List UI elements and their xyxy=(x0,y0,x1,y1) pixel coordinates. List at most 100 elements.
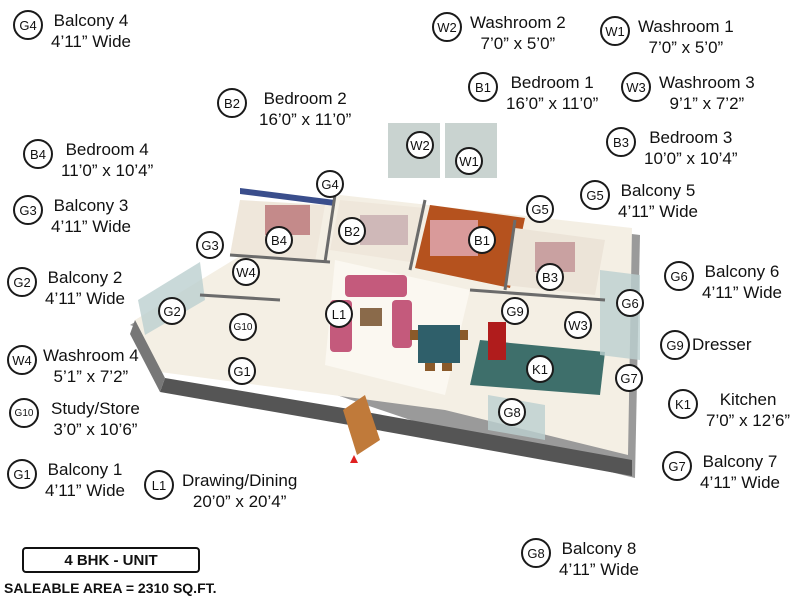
plan-badge-k1: K1 xyxy=(526,355,554,383)
legend-name: Balcony 1 xyxy=(47,460,123,479)
left-wall xyxy=(130,320,165,392)
plan-badge-w2: W2 xyxy=(406,131,434,159)
plan-badge-w3: W3 xyxy=(564,311,592,339)
wall xyxy=(323,194,337,263)
legend-badge: B3 xyxy=(606,127,636,157)
saleable-area: SALEABLE AREA = 2310 SQ.FT. xyxy=(4,580,217,596)
legend-name: Balcony 3 xyxy=(53,196,129,215)
front-wall xyxy=(160,378,632,476)
plan-badge-g6: G6 xyxy=(616,289,644,317)
plan-badge-b1: B1 xyxy=(468,226,496,254)
legend-badge: G5 xyxy=(580,180,610,210)
legend-b2: B2 Bedroom 2 16’0” x 11’0” xyxy=(217,88,351,130)
plan-badge-g2: G2 xyxy=(158,297,186,325)
wall xyxy=(408,199,427,271)
legend-name: Dresser xyxy=(692,335,752,354)
legend-size: 4’11” Wide xyxy=(702,283,782,302)
legend-name: Study/Store xyxy=(51,399,140,418)
fridge xyxy=(488,322,506,360)
plan-badge-g9: G9 xyxy=(501,297,529,325)
legend-g5: G5 Balcony 5 4’11” Wide xyxy=(580,180,698,222)
legend-name: Washroom 1 xyxy=(638,17,734,36)
plan-badge-g10: G10 xyxy=(229,313,257,341)
legend-size: 11’0” x 10’4” xyxy=(61,161,154,180)
plan-badge-l1: L1 xyxy=(325,300,353,328)
plan-badge-w4: W4 xyxy=(232,258,260,286)
legend-name: Balcony 5 xyxy=(620,181,696,200)
legend-name: Bedroom 2 xyxy=(263,89,347,108)
legend-name: Balcony 6 xyxy=(704,262,780,281)
legend-badge: B1 xyxy=(468,72,498,102)
legend-size: 16’0” x 11’0” xyxy=(259,110,352,129)
legend-name: Washroom 2 xyxy=(470,13,566,32)
legend-badge: B4 xyxy=(23,139,53,169)
legend-badge: W3 xyxy=(621,72,651,102)
plan-badge-w1: W1 xyxy=(455,147,483,175)
legend-badge: G7 xyxy=(662,451,692,481)
plan-badge-g1: G1 xyxy=(228,357,256,385)
legend-name: Balcony 4 xyxy=(53,11,129,30)
legend-size: 7’0” x 5’0” xyxy=(480,34,556,53)
entrance-door xyxy=(343,395,380,455)
legend-name: Washroom 3 xyxy=(659,73,755,92)
legend-g1: G1 Balcony 1 4’11” Wide xyxy=(7,459,125,501)
legend-name: Balcony 7 xyxy=(702,452,778,471)
entrance-arrow xyxy=(350,455,358,463)
legend-badge: G9 xyxy=(660,330,690,360)
legend-name: Drawing/Dining xyxy=(182,471,298,490)
plan-badge-g4: G4 xyxy=(316,170,344,198)
legend-size: 7’0” x 5’0” xyxy=(648,38,724,57)
plan-badge-b4: B4 xyxy=(265,226,293,254)
legend-size: 20’0” x 20’4” xyxy=(192,492,287,511)
legend-name: Balcony 2 xyxy=(47,268,123,287)
legend-badge: G1 xyxy=(7,459,37,489)
legend-size: 4’11” Wide xyxy=(618,202,698,221)
legend-size: 4’11” Wide xyxy=(45,481,125,500)
legend-badge: G2 xyxy=(7,267,37,297)
legend-size: 4’11” Wide xyxy=(45,289,125,308)
legend-w2: W2 Washroom 2 7’0” x 5’0” xyxy=(432,12,566,54)
coffee-table xyxy=(360,308,382,326)
dining-chair xyxy=(425,363,435,371)
legend-size: 5’1” x 7’2” xyxy=(53,367,129,386)
legend-badge: G3 xyxy=(13,195,43,225)
sofa xyxy=(345,275,407,297)
legend-name: Balcony 8 xyxy=(561,539,637,558)
legend-size: 7’0” x 12’6” xyxy=(706,411,791,430)
legend-g2: G2 Balcony 2 4’11” Wide xyxy=(7,267,125,309)
wall xyxy=(229,253,331,264)
dining-chair xyxy=(460,330,468,340)
plan-badge-g3: G3 xyxy=(196,231,224,259)
legend-badge: B2 xyxy=(217,88,247,118)
legend-name: Bedroom 4 xyxy=(65,140,149,159)
legend-badge: W4 xyxy=(7,345,37,375)
plan-badge-b2: B2 xyxy=(338,217,366,245)
wall xyxy=(199,293,281,302)
bedroom4-wall xyxy=(240,188,335,206)
plan-badge-g5: G5 xyxy=(526,195,554,223)
legend-badge: L1 xyxy=(144,470,174,500)
legend-size: 10’0” x 10’4” xyxy=(644,149,738,168)
legend-name: Bedroom 1 xyxy=(510,73,594,92)
plan-badge-g8: G8 xyxy=(498,398,526,426)
legend-badge: W2 xyxy=(432,12,462,42)
dining-chair xyxy=(442,363,452,371)
wall xyxy=(503,219,517,291)
legend-badge: K1 xyxy=(668,389,698,419)
legend-l1: L1 Drawing/Dining 20’0” x 20’4” xyxy=(144,470,297,512)
dining-chair xyxy=(410,330,418,340)
plan-badge-g7: G7 xyxy=(615,364,643,392)
legend-badge: G10 xyxy=(9,398,39,428)
unit-title-box: 4 BHK - UNIT xyxy=(22,547,200,573)
legend-badge: W1 xyxy=(600,16,630,46)
